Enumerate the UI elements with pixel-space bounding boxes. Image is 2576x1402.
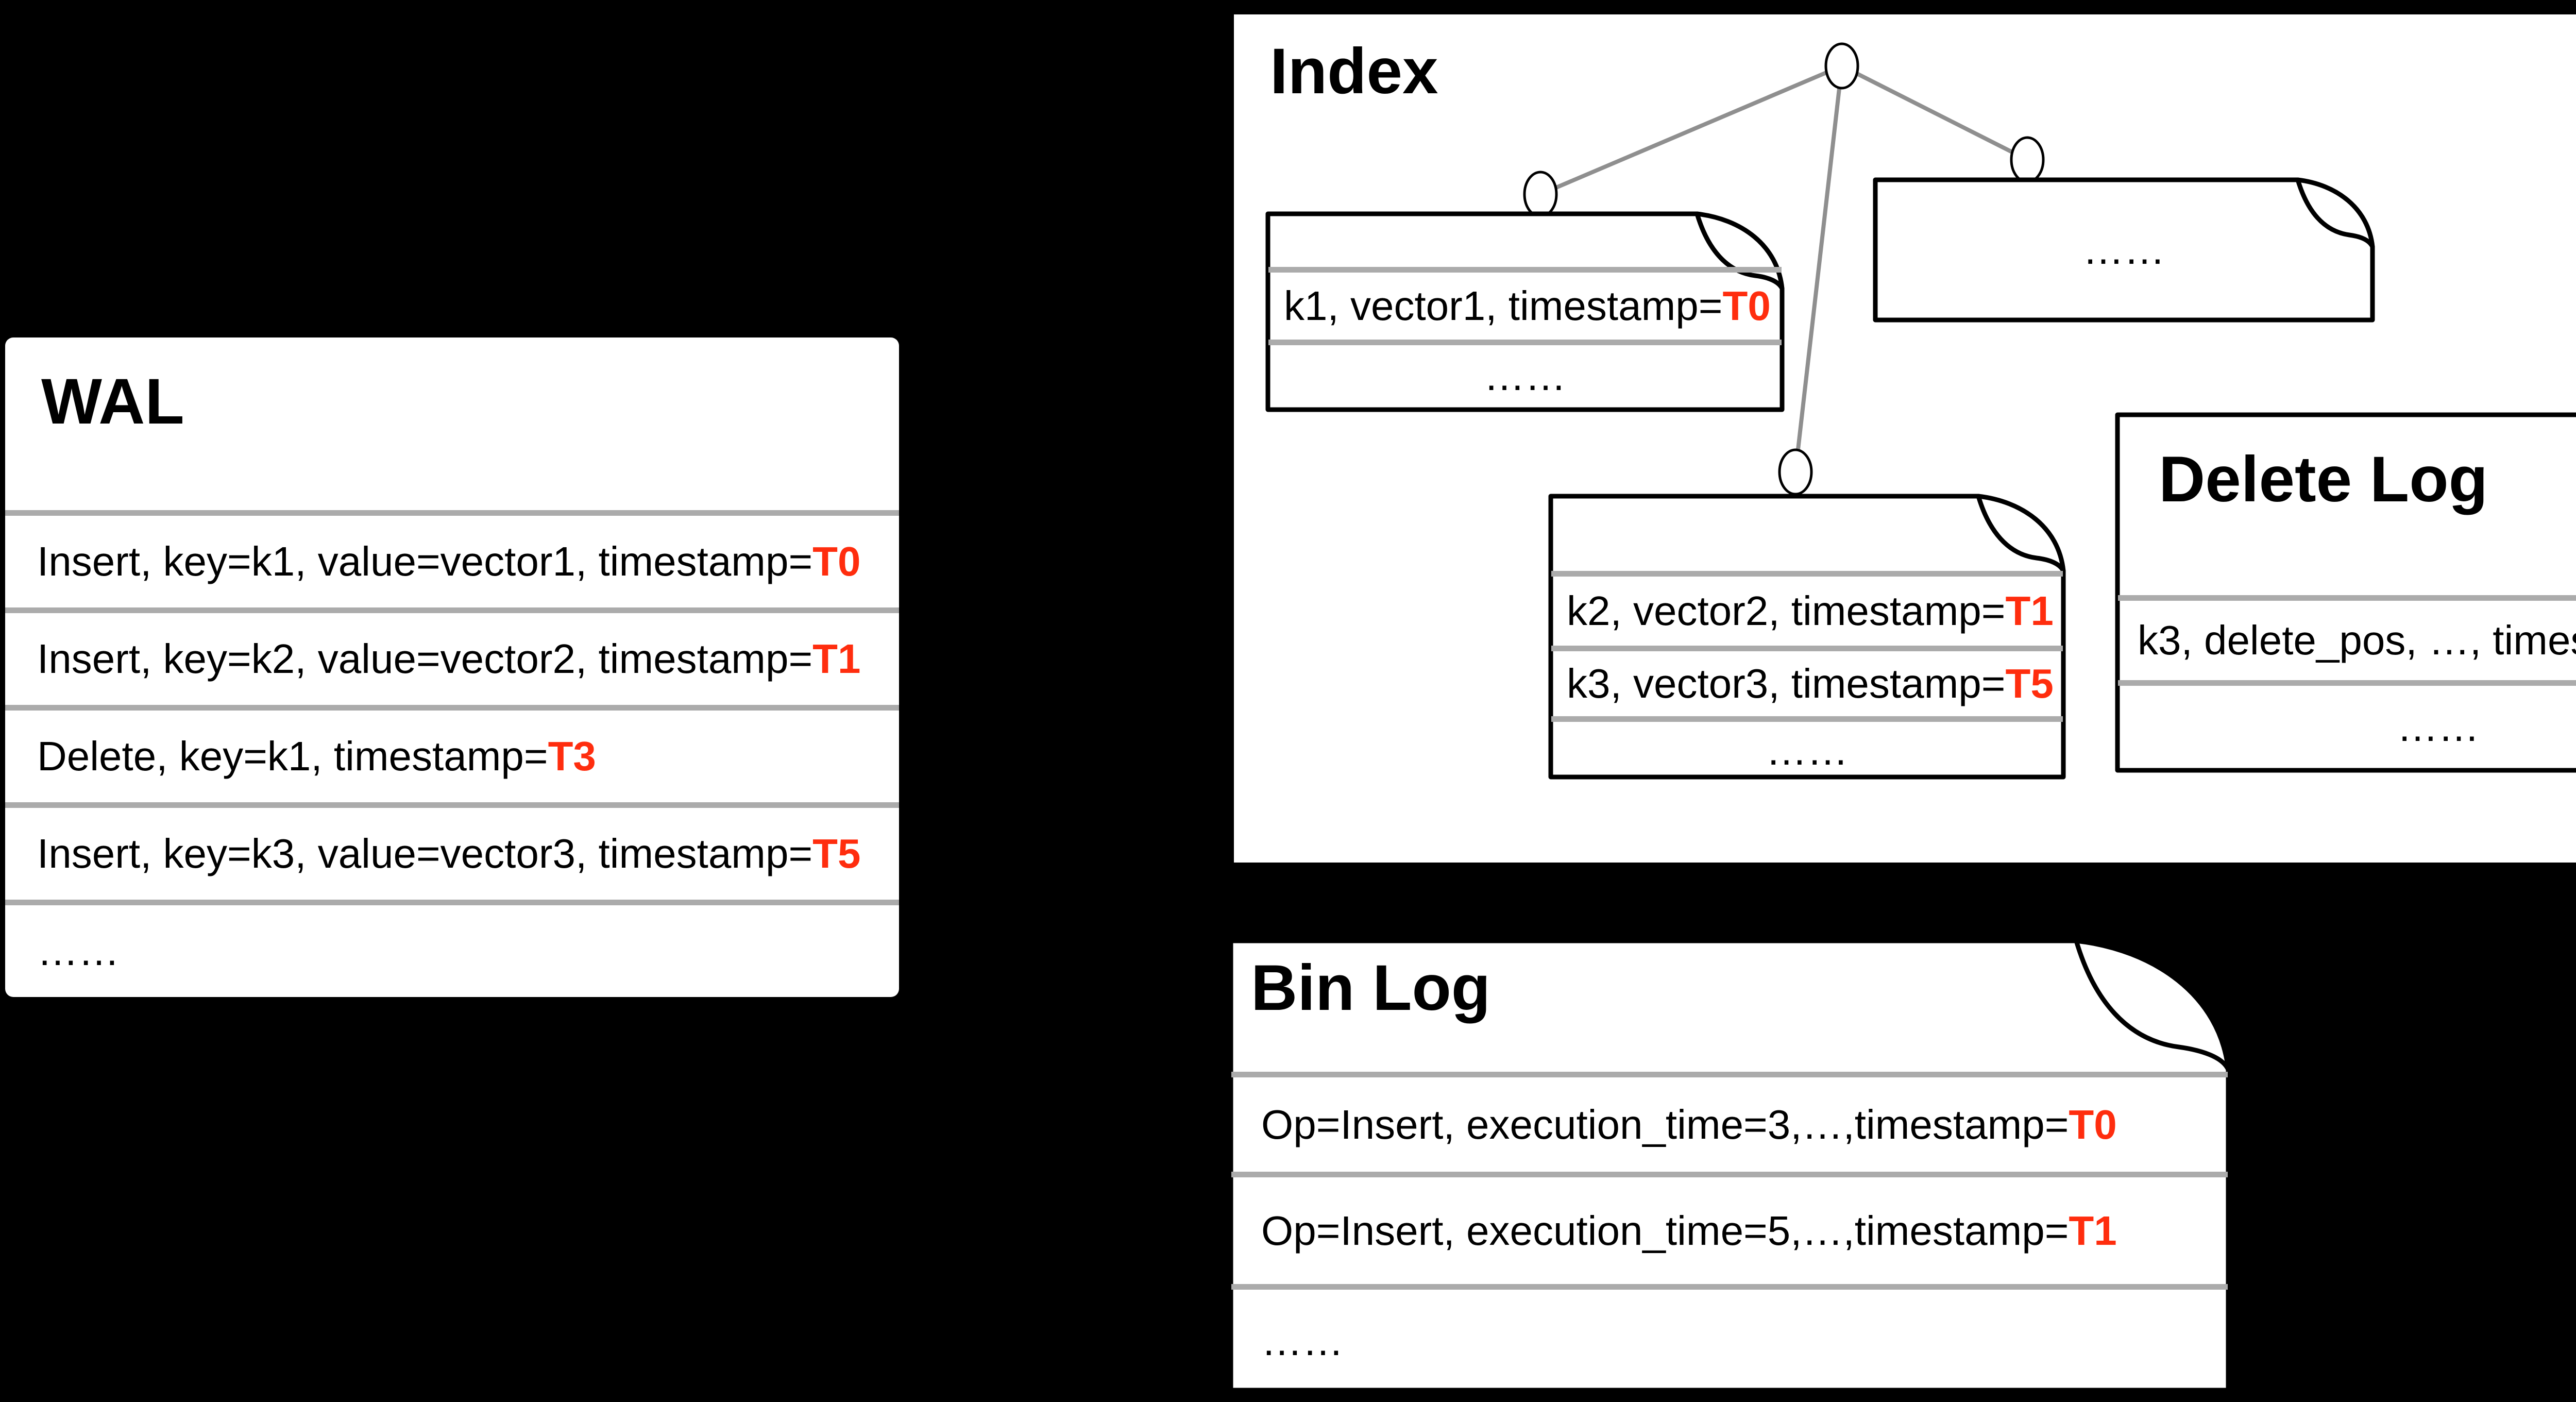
segment-row: k3, vector3, timestamp=T5 [1548,651,2066,716]
wal-row-text: Insert, key=k2, value=vector2, timestamp… [37,636,813,682]
wal-title: WAL [41,366,184,437]
wal-panel: WAL Insert, key=k1, value=vector1, times… [5,337,899,997]
wal-row: Insert, key=k2, value=vector2, timestamp… [5,613,899,705]
segment-row-text: k2, vector2, timestamp= [1567,588,2006,634]
document-shape [1228,938,2231,1393]
timestamp-value: T3 [548,733,596,779]
segment-row-ellipsis: …… [1548,722,2066,780]
ellipsis-text: …… [1261,1318,1344,1364]
index-title: Index [1270,36,1438,107]
wal-row-text: Insert, key=k3, value=vector3, timestamp… [37,831,813,876]
ellipsis-text: …… [2082,227,2165,273]
timestamp-value: T5 [2005,661,2054,706]
wal-row-text: Delete, key=k1, timestamp= [37,733,548,779]
wal-row-ellipsis: …… [5,905,899,997]
ellipsis-text: …… [2397,704,2480,750]
bin-log-row-ellipsis: …… [1228,1290,2231,1393]
segment-row: k1, vector1, timestamp=T0 [1265,273,1785,340]
ellipsis-text: …… [1766,728,1849,773]
timestamp-value: T0 [2069,1101,2117,1147]
document-shape [1548,494,2066,780]
wal-separator [5,510,899,516]
bin-log-title: Bin Log [1251,952,1491,1024]
folded-corner [2295,177,2375,249]
timestamp-value: T1 [2069,1207,2117,1254]
folded-corner [2074,938,2231,1072]
ellipsis-text: …… [37,928,120,974]
segment-document-middle: k2, vector2, timestamp=T1 k3, vector3, t… [1548,494,2066,780]
segment-row-ellipsis: …… [1873,177,2375,323]
segment-separator [1268,267,1782,273]
segment-separator [2118,680,2576,686]
wal-separator [5,705,899,711]
timestamp-value: T1 [812,636,861,682]
segment-separator [1268,340,1782,345]
delete-log-title: Delete Log [2159,444,2488,515]
bin-log-row: Op=Insert, execution_time=3,…,timestamp=… [1228,1077,2231,1172]
segment-separator [2118,595,2576,601]
delete-log-row-text: k3, delete_pos, …, timestamp= [2138,617,2576,663]
segment-row-text: k1, vector1, timestamp= [1284,283,1723,329]
bin-log-document: Bin Log Op=Insert, execution_time=3,…,ti… [1228,938,2231,1393]
wal-row: Insert, key=k3, value=vector3, timestamp… [5,808,899,900]
folded-corner [1976,494,2066,573]
timestamp-value: T5 [812,831,861,876]
timestamp-value: T0 [812,538,861,584]
bin-log-row-text: Op=Insert, execution_time=3,…,timestamp= [1261,1101,2069,1147]
document-page [1228,938,2231,1393]
document-shape [1873,177,2375,323]
wal-separator [5,607,899,613]
segment-separator [1551,716,2063,722]
segment-separator [1231,1072,2228,1077]
wal-row-text: Insert, key=k1, value=vector1, timestamp… [37,538,813,584]
wal-separator [5,802,899,808]
segment-document-right: …… [1873,177,2375,323]
delete-log-row: k3, delete_pos, …, timestamp=T3 [2115,601,2576,680]
wal-separator [5,900,899,905]
segment-separator [1551,571,2063,577]
delete-log-document: Delete Log k3, delete_pos, …, timestamp=… [2115,412,2576,773]
segment-separator [1231,1172,2228,1177]
wal-row: Insert, key=k1, value=vector1, timestamp… [5,516,899,607]
delete-log-row-ellipsis: …… [2115,686,2576,768]
timestamp-value: T0 [1722,283,1771,329]
segment-separator [1551,646,2063,651]
segment-row-ellipsis: …… [1265,345,1785,407]
segment-row: k2, vector2, timestamp=T1 [1548,577,2066,646]
wal-row: Delete, key=k1, timestamp=T3 [5,711,899,802]
ellipsis-text: …… [1484,353,1566,399]
timestamp-value: T1 [2005,588,2054,634]
segment-row-text: k3, vector3, timestamp= [1567,661,2006,706]
bin-log-row: Op=Insert, execution_time=5,…,timestamp=… [1228,1177,2231,1284]
bin-log-row-text: Op=Insert, execution_time=5,…,timestamp= [1261,1207,2069,1254]
segment-document-left: k1, vector1, timestamp=T0 …… [1265,211,1785,412]
segment-separator [1231,1284,2228,1290]
